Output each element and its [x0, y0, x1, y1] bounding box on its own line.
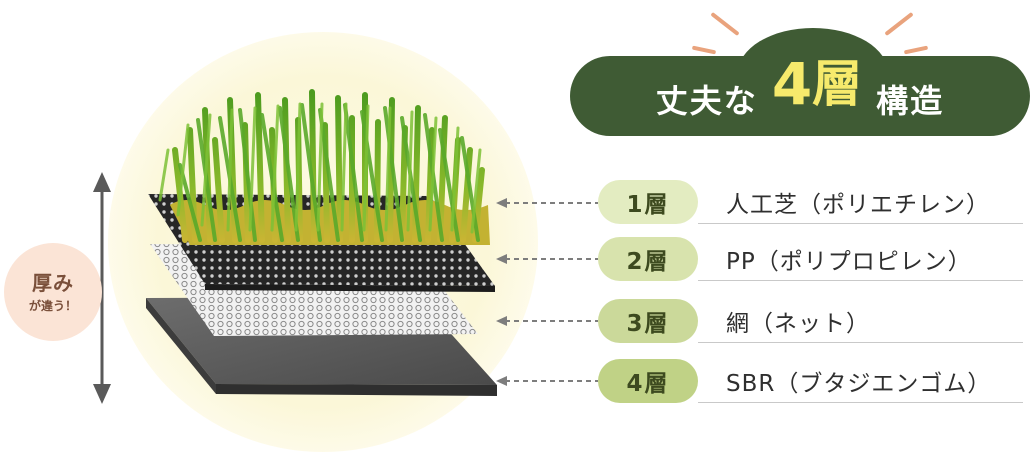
- layer-row-2: 2層 PP（ポリプロピレン）: [598, 237, 1028, 281]
- leader-arrow-icon-2: [496, 254, 598, 264]
- layer-description-2: PP（ポリプロピレン）: [726, 249, 972, 275]
- sparkle-ray-icon: [884, 11, 914, 37]
- layer-pill-4: 4層: [598, 359, 698, 403]
- leader-arrows: [496, 198, 598, 386]
- sparkle-ray-icon: [691, 45, 717, 55]
- layer-description-1: 人工芝（ポリエチレン）: [726, 192, 990, 218]
- row-divider: [698, 280, 1023, 281]
- row-divider: [698, 342, 1023, 343]
- title-suffix: 構造: [876, 82, 945, 120]
- layer-pill-3: 3層: [598, 299, 698, 343]
- title-banner: 丈夫な 4 層 構造: [570, 11, 1030, 136]
- layer-row-3: 3層 網（ネット）: [598, 299, 1028, 343]
- title-unit: 層: [812, 55, 863, 113]
- sparkle-ray-icon: [710, 11, 740, 37]
- row-divider: [698, 223, 1023, 224]
- layer-row-4: 4層 SBR（ブタジエンゴム）: [598, 359, 1028, 403]
- layer-pill-2: 2層: [598, 237, 698, 281]
- layer-row-1: 1層 人工芝（ポリエチレン）: [598, 180, 1028, 224]
- thickness-badge-sub: が違う！: [28, 299, 77, 313]
- thickness-badge: 厚み が違う！: [4, 243, 102, 341]
- thickness-arrow-icon: [93, 172, 111, 404]
- title-text: 丈夫な 4 層 構造: [570, 55, 1030, 134]
- layer-1-grass: [158, 89, 490, 245]
- leader-arrow-icon-1: [496, 198, 598, 208]
- leader-arrow-icon-4: [496, 376, 598, 386]
- leader-arrow-icon-3: [496, 316, 598, 326]
- layer-description-4: SBR（ブタジエンゴム）: [726, 371, 992, 397]
- title-number: 4: [771, 50, 813, 118]
- title-pill: [570, 56, 1030, 136]
- title-prefix: 丈夫な: [655, 82, 758, 120]
- layer-pill-1: 1層: [598, 180, 698, 224]
- row-divider: [698, 402, 1023, 403]
- sparkle-ray-icon: [903, 45, 929, 55]
- thickness-badge-main: 厚み: [32, 271, 74, 295]
- layer-description-3: 網（ネット）: [726, 311, 870, 337]
